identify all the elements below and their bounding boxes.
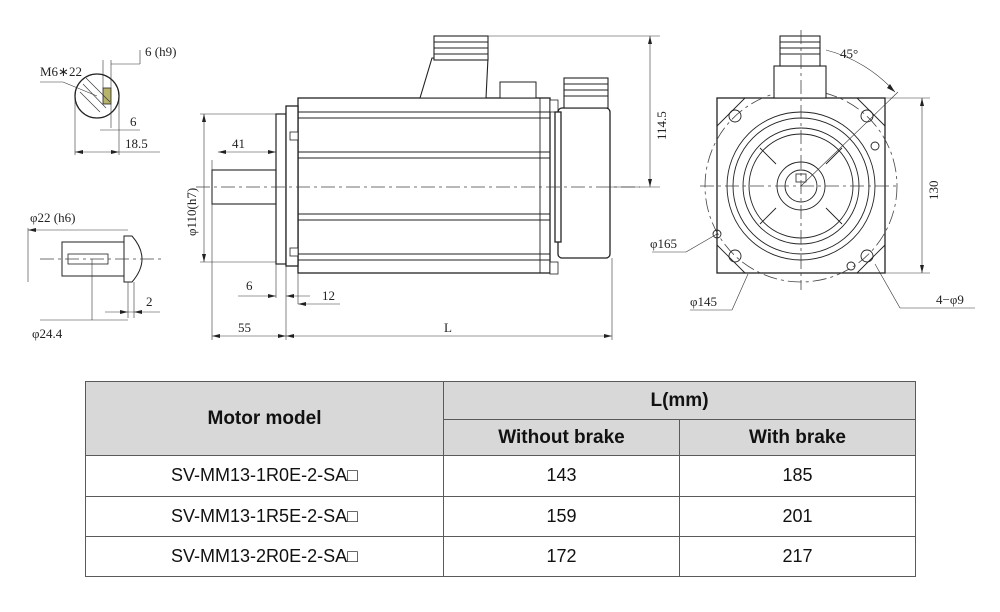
cell-model: SV-MM13-2R0E-2-SA□: [85, 535, 444, 578]
key-width-label: 6 (h9): [145, 44, 176, 59]
cell-model: SV-MM13-1R5E-2-SA□: [85, 495, 444, 537]
table-subheader-row: Without brake With brake: [86, 419, 916, 457]
header-with-brake: With brake: [679, 419, 916, 457]
table-row: SV-MM13-1R0E-2-SA□ 143 185: [85, 455, 916, 497]
shaft-len-label: 55: [238, 320, 251, 335]
flange-size-label: 130: [926, 181, 941, 201]
shaft-dia-label: φ22 (h6): [30, 210, 75, 225]
motor-front-view: [652, 30, 975, 311]
body-len-label: L: [444, 320, 452, 335]
header-motor-model: Motor model: [85, 380, 444, 457]
header-length: L(mm): [443, 380, 916, 421]
motor-dimension-drawing: M6∗22 6 (h9) 6 18.5 φ22 (h6) φ24.4 2: [27, 30, 975, 341]
header-without-brake: Without brake: [443, 419, 680, 457]
pilot-len-label: 12: [322, 288, 335, 303]
cell-without-brake: 172: [443, 535, 680, 578]
table-header-row: Motor model L(mm): [85, 380, 916, 457]
cell-with-brake: 217: [679, 535, 916, 578]
cell-with-brake: 185: [679, 455, 916, 497]
flange-thick-label: 6: [246, 278, 253, 293]
key-length-label: 18.5: [125, 136, 148, 151]
shaft-side-detail: [27, 228, 165, 321]
cell-without-brake: 159: [443, 495, 680, 537]
key-len2-label: 41: [232, 136, 245, 151]
cell-without-brake: 143: [443, 455, 680, 497]
holes-label: 4−φ9: [936, 292, 964, 307]
table-row: SV-MM13-1R5E-2-SA□ 159 201: [85, 495, 916, 537]
motor-length-table: Motor model L(mm) Without brake With bra…: [85, 380, 916, 578]
cell-model: SV-MM13-1R0E-2-SA□: [85, 455, 444, 497]
conn-height-label: 114.5: [654, 111, 669, 140]
key-depth-label: 6: [130, 114, 137, 129]
thread-label: M6∗22: [40, 64, 82, 79]
cell-with-brake: 201: [679, 495, 916, 537]
shaft-end-detail: [40, 50, 160, 155]
spigot-label: φ145: [690, 294, 717, 309]
flange-boss-label: φ24.4: [32, 326, 63, 341]
motor-side-view: [196, 35, 660, 340]
table-row: SV-MM13-2R0E-2-SA□ 172 217: [85, 535, 916, 578]
pcd-label: φ165: [650, 236, 677, 251]
angle-label: 45°: [840, 46, 858, 61]
shaft-step-label: 2: [146, 294, 153, 309]
pilot-dia-label: φ110(h7): [184, 188, 199, 236]
